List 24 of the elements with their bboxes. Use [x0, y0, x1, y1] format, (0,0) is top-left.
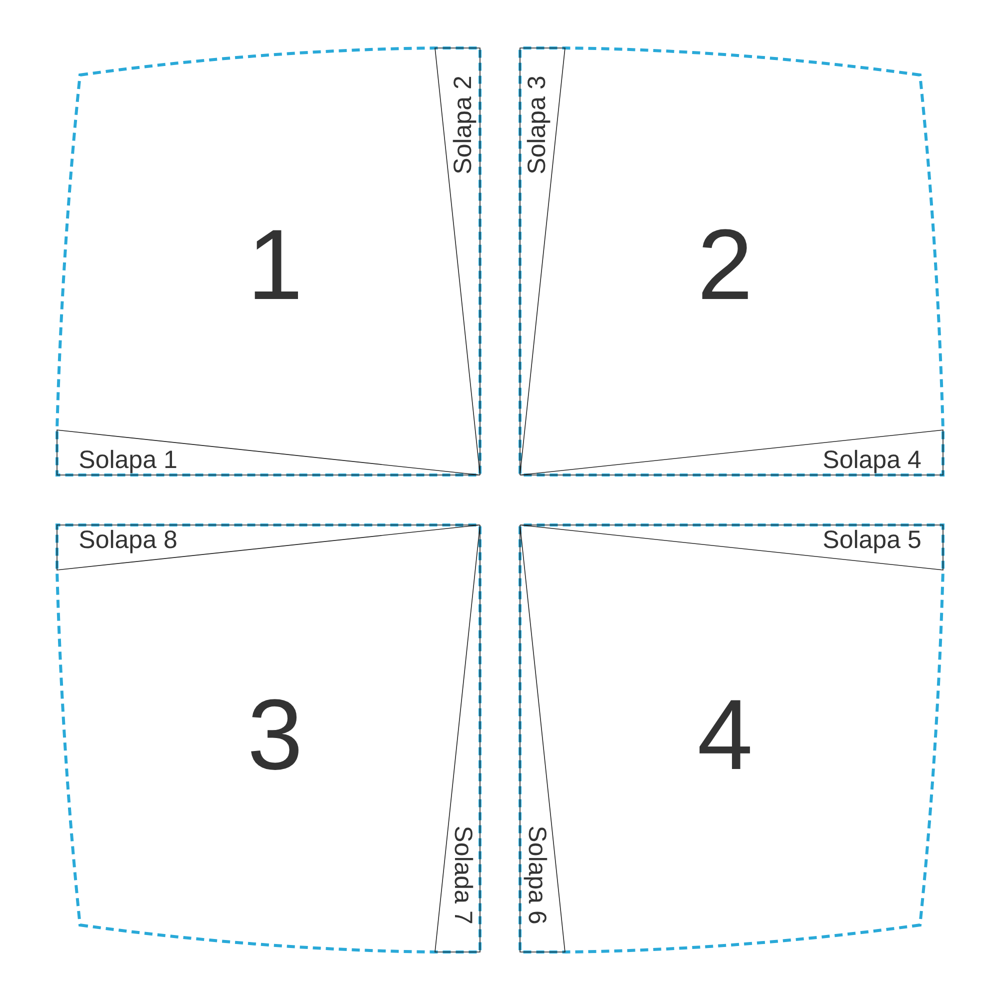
piece-number: 4 — [697, 685, 753, 785]
flap — [520, 525, 565, 952]
flap — [520, 525, 943, 570]
piece-number: 2 — [697, 215, 753, 315]
pattern-piece — [57, 48, 480, 475]
flap-label: Solapa 2 — [450, 76, 476, 174]
flap-label: Solapa 4 — [822, 447, 922, 473]
flap — [435, 525, 480, 952]
flap-label: Solapa 8 — [78, 527, 178, 553]
flap-label: Solapa 5 — [822, 527, 922, 553]
pattern-piece — [520, 525, 943, 952]
flap — [57, 430, 480, 475]
piece-number: 1 — [247, 215, 303, 315]
flap-label: Solada 7 — [450, 826, 476, 924]
pattern-piece — [520, 48, 943, 475]
flap — [520, 48, 565, 475]
flap-label: Solapa 3 — [524, 76, 550, 174]
flap — [435, 48, 480, 475]
flap-label: Solapa 6 — [524, 826, 550, 924]
flap-label: Solapa 1 — [78, 447, 178, 473]
pattern-piece — [57, 525, 480, 952]
flap — [57, 525, 480, 570]
piece-number: 3 — [247, 685, 303, 785]
flap — [520, 430, 943, 475]
